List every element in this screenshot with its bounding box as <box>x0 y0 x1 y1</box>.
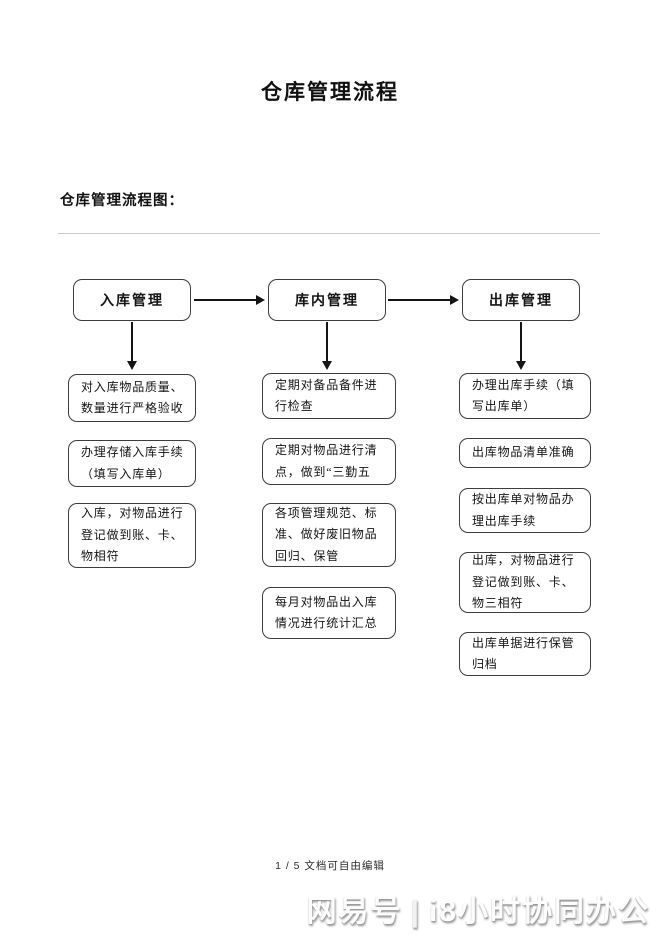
flow-step: 办理存储入库手续（填写入库单） <box>68 440 196 487</box>
section-heading: 仓库管理流程图： <box>60 193 184 209</box>
arrow-down-icon <box>322 322 331 370</box>
arrow-down-icon <box>516 322 525 370</box>
flow-step: 对入库物品质量、数量进行严格验收 <box>68 374 196 422</box>
flow-step: 出库物品清单准确 <box>459 438 591 468</box>
flow-step: 出库单据进行保管归档 <box>459 632 591 676</box>
watermark-separator: | <box>410 895 421 928</box>
flow-step: 定期对备品备件进行检查 <box>262 373 396 419</box>
flow-step: 入库，对物品进行登记做到账、卡、物相符 <box>68 503 196 568</box>
flow-header-outbound: 出库管理 <box>462 279 580 321</box>
watermark-brand: 网易号 <box>306 895 403 928</box>
arrow-right-icon <box>194 295 265 304</box>
arrow-right-icon <box>388 295 459 304</box>
flow-step: 各项管理规范、标准、做好废旧物品回归、保管 <box>262 503 396 567</box>
flow-header-inwarehouse: 库内管理 <box>268 279 386 321</box>
flow-header-inbound: 入库管理 <box>73 279 191 321</box>
page-footer: 1 / 5 文档可自由编辑 <box>275 860 385 872</box>
horizontal-divider <box>58 233 600 234</box>
flow-step: 每月对物品出入库情况进行统计汇总 <box>262 587 396 639</box>
watermark-name: i8小时协同办公 <box>428 895 650 928</box>
flow-step: 出库，对物品进行登记做到账、卡、物三相符 <box>459 552 591 613</box>
flow-step: 按出库单对物品办理出库手续 <box>459 488 591 533</box>
page-title: 仓库管理流程 <box>261 81 399 104</box>
flow-step: 办理出库手续（填写出库单） <box>459 373 591 419</box>
flow-step: 定期对物品进行清点，做到“三勤五 <box>262 438 396 485</box>
arrow-down-icon <box>127 322 136 370</box>
watermark: 网易号|i8小时协同办公 <box>307 886 650 930</box>
